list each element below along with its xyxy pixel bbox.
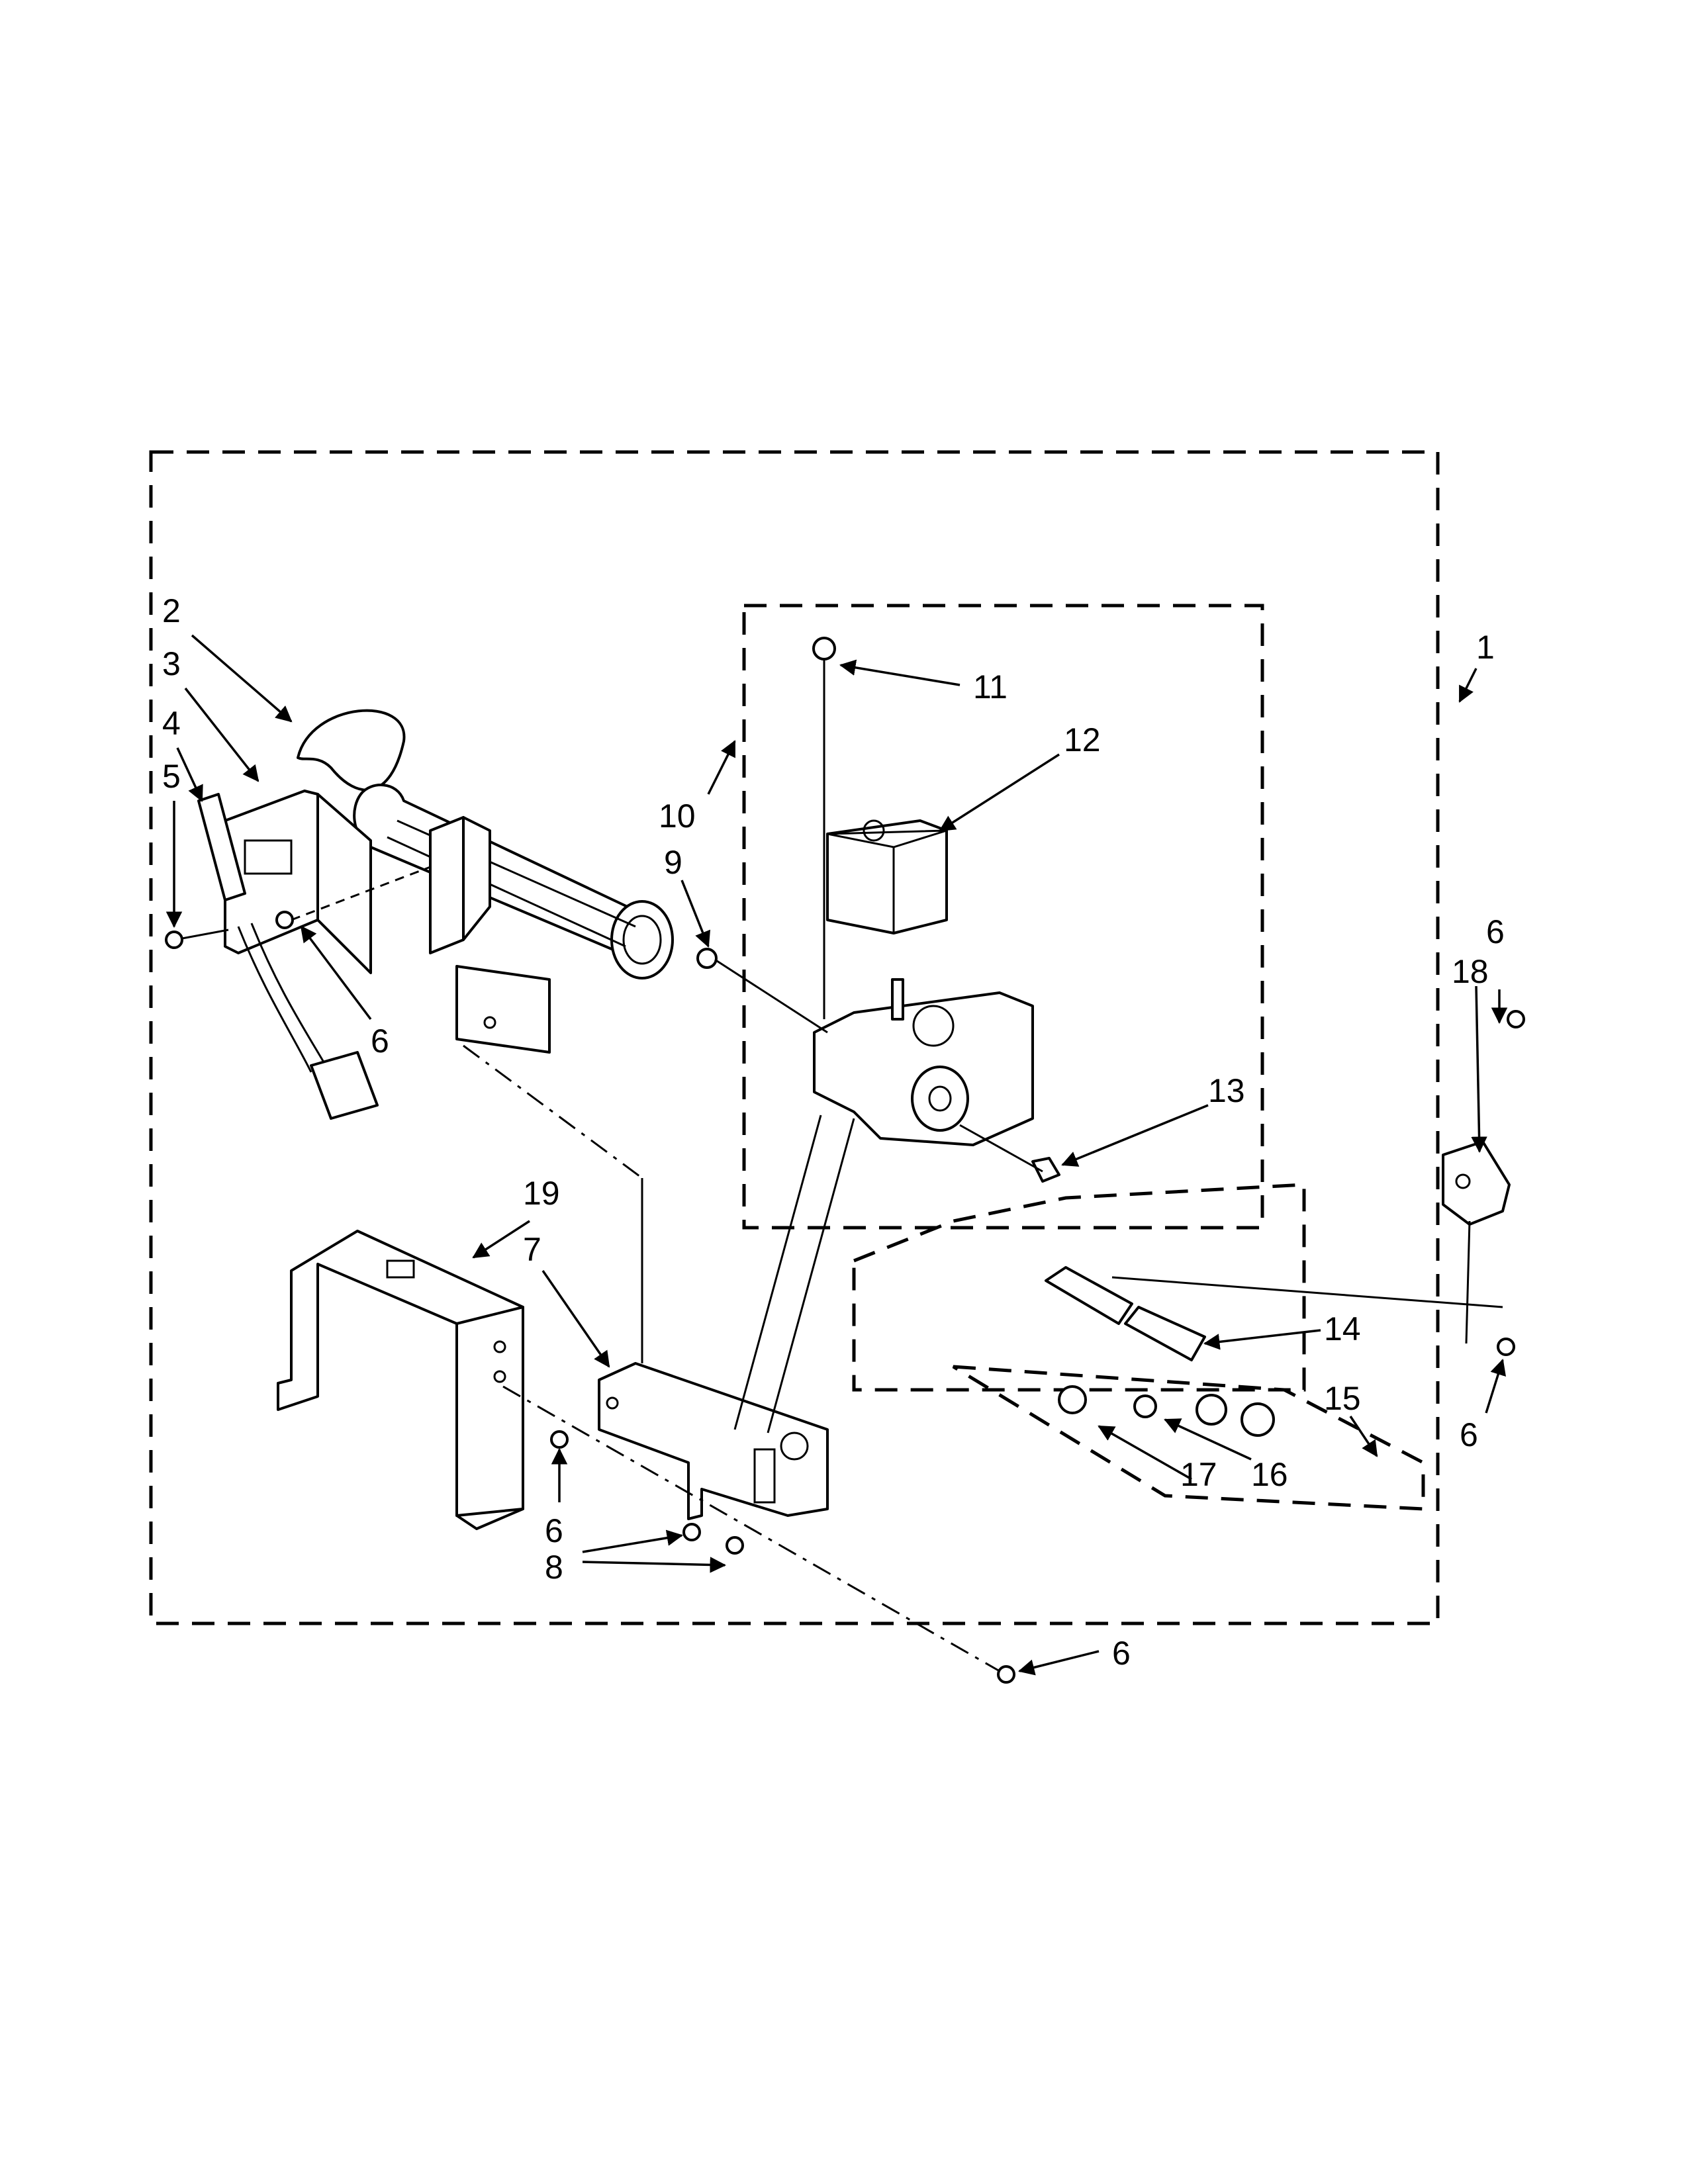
callout-8: 8 [545, 1549, 563, 1586]
burner-bracket-part [429, 816, 491, 954]
callout-6-bracket: 6 [1486, 913, 1505, 950]
callout-12: 12 [1064, 721, 1101, 758]
callout-labels: 1 2 3 4 5 6 6 6 6 6 6 7 8 9 10 11 12 13 … [162, 592, 1505, 1672]
callout-18: 18 [1452, 953, 1489, 990]
callout-10: 10 [659, 797, 696, 835]
callout-7: 7 [523, 1231, 541, 1268]
valve-subassembly-boundary [742, 604, 1264, 1230]
callout-17: 17 [1180, 1456, 1217, 1493]
nozzle-kit-boundary [852, 1183, 1306, 1392]
mounting-plate-part [598, 1362, 829, 1520]
igniter-bracket-part [224, 790, 372, 974]
callout-2: 2 [162, 592, 181, 629]
orifice-fittings-part [1058, 1385, 1275, 1437]
nozzle-part [1045, 1266, 1206, 1361]
callout-6-lower-right: 6 [1460, 1416, 1478, 1453]
leader-lines [165, 634, 1508, 1676]
callout-1: 1 [1476, 629, 1495, 666]
callout-5: 5 [162, 758, 181, 795]
callout-4: 4 [162, 705, 181, 742]
callout-11: 11 [973, 668, 1008, 705]
flame-sensor-part [455, 965, 551, 1054]
callout-6-igniter: 6 [371, 1023, 389, 1060]
igniter-part [197, 793, 379, 1120]
callout-3: 3 [162, 645, 181, 682]
callout-19: 19 [523, 1175, 560, 1212]
callout-6-plate: 6 [545, 1512, 563, 1549]
bracket-clip-part [1442, 1140, 1511, 1226]
burner-tube-part [297, 709, 674, 979]
heater-support-bracket-part [277, 1230, 524, 1530]
screw-parts [165, 637, 1525, 1684]
callout-9: 9 [664, 844, 682, 881]
orifice-kit-boundary [952, 1365, 1425, 1511]
callout-6-bottom: 6 [1112, 1635, 1131, 1672]
main-assembly-boundary [149, 450, 1440, 1625]
callout-14: 14 [1324, 1310, 1361, 1347]
gas-valve-part [813, 978, 1034, 1146]
callout-16: 16 [1251, 1456, 1288, 1493]
assembly-lines [181, 695, 1503, 1672]
valve-coil-part [826, 819, 948, 934]
callout-13: 13 [1208, 1072, 1245, 1109]
callout-15: 15 [1324, 1380, 1361, 1417]
